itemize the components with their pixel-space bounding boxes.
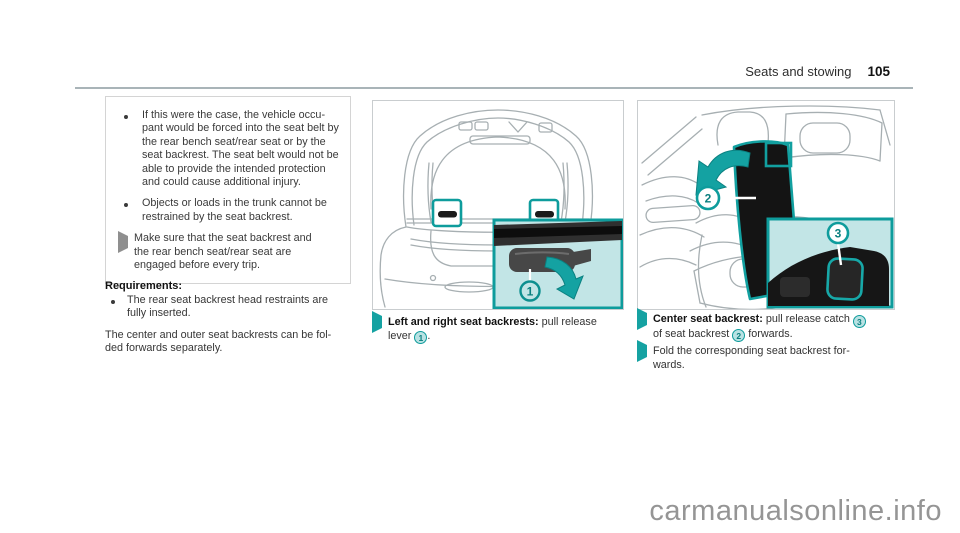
requirements-heading: Requirements: bbox=[105, 280, 183, 292]
trunk-illustration: 1 bbox=[379, 109, 623, 309]
action-arrow-icon bbox=[372, 311, 388, 344]
bullet-icon bbox=[124, 203, 128, 208]
inset-release-lever: 1 bbox=[492, 218, 623, 309]
section-title: Seats and stowing bbox=[745, 64, 852, 79]
page-number: 105 bbox=[867, 64, 890, 79]
figure-trunk-release-levers: 1 bbox=[372, 100, 624, 310]
page-header: Seats and stowing 105 bbox=[745, 64, 890, 79]
header-rule bbox=[75, 87, 913, 89]
action-arrow-icon bbox=[637, 340, 653, 372]
release-lever-highlight-left bbox=[431, 198, 463, 228]
requirements-item-text: The rear seat backrest head restraints a… bbox=[127, 294, 329, 320]
badge-2: 2 bbox=[695, 185, 721, 211]
bullet-icon bbox=[124, 115, 128, 119]
ref-badge-1: 1 bbox=[414, 331, 428, 345]
catch-location-marker bbox=[764, 141, 793, 168]
instruction-text: pull release lever bbox=[388, 316, 597, 342]
note-box: If this were the case, the vehicle occu-… bbox=[105, 96, 351, 285]
instruction-bold: Left and right seat backrests: bbox=[388, 316, 539, 328]
note-item-text: Objects or loads in the trunk cannot be … bbox=[142, 197, 327, 223]
instruction-fold-backrest: Fold the corresponding seat backrest for… bbox=[637, 340, 909, 372]
interior-illustration: 2 3 bbox=[639, 105, 894, 309]
instruction-text: Fold the corresponding seat backrest for… bbox=[653, 345, 850, 371]
action-arrow-icon bbox=[637, 308, 653, 342]
svg-text:1: 1 bbox=[527, 285, 534, 299]
requirements-item: The rear seat backrest head restraints a… bbox=[105, 294, 367, 321]
instruction-text: forwards. bbox=[745, 327, 793, 340]
instruction-bold: Center seat backrest: bbox=[653, 313, 763, 325]
requirements-section: Requirements: The rear seat backrest hea… bbox=[105, 279, 367, 356]
figure-center-backrest: 2 3 bbox=[637, 100, 895, 310]
svg-text:3: 3 bbox=[835, 227, 842, 241]
note-item: Make sure that the seat backrest and the… bbox=[118, 231, 342, 272]
note-item: Objects or loads in the trunk cannot be … bbox=[118, 197, 342, 224]
instruction-center-backrest: Center seat backrest: pull release catch… bbox=[637, 308, 909, 342]
fold-direction-arrow-icon bbox=[544, 256, 584, 300]
note-item-text: Make sure that the seat backrest and the… bbox=[134, 232, 312, 272]
requirements-paragraph: The center and outer seat backrests can … bbox=[105, 328, 332, 355]
badge-1: 1 bbox=[519, 280, 541, 302]
instruction-text: pull release catch bbox=[762, 313, 853, 325]
instruction-text: of seat backrest bbox=[653, 327, 730, 340]
ref-badge-3: 3 bbox=[852, 314, 866, 328]
instruction-text: . bbox=[427, 329, 431, 342]
instruction-left-right-backrests: Left and right seat backrests: pull rele… bbox=[372, 311, 628, 345]
ref-badge-2: 2 bbox=[732, 329, 746, 342]
note-item: If this were the case, the vehicle occu-… bbox=[118, 109, 342, 189]
note-item-text: If this were the case, the vehicle occu-… bbox=[142, 109, 339, 189]
badge-3: 3 bbox=[826, 221, 850, 245]
bullet-icon bbox=[111, 300, 115, 304]
svg-text:2: 2 bbox=[705, 192, 712, 206]
watermark: carmanualsonline.info bbox=[649, 495, 942, 527]
inset-release-catch: 3 bbox=[766, 217, 894, 309]
action-arrow-icon bbox=[118, 231, 134, 272]
